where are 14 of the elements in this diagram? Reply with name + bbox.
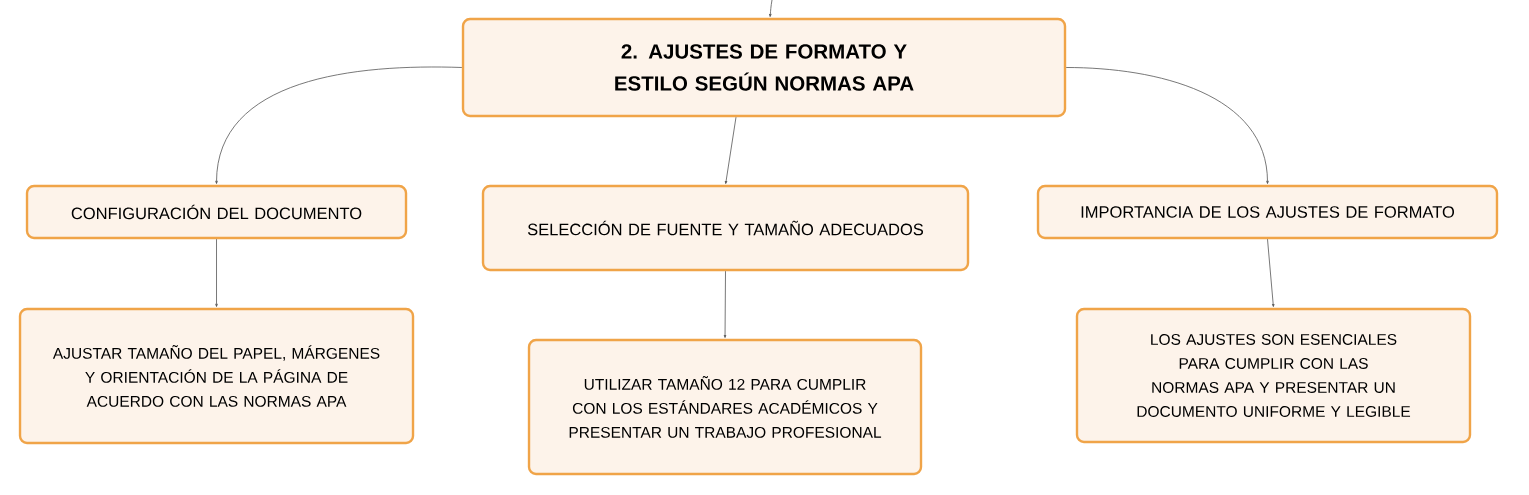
title-box: 2. AJUSTES DE FORMATO Y ESTILO SEGÚN NORMAS APA <box>461 17 1067 118</box>
arrow <box>215 66 463 184</box>
detail-box: LOS AJUSTES SON ESENCIALES PARA CUMPLIR CON LAS NORMAS APA Y PRESENTAR UN DOCUMENTO UNIFORME Y LEGIBLE <box>1075 307 1472 444</box>
topic-box: CONFIGURACIÓN DEL DOCUMENTO <box>25 184 408 240</box>
arrow <box>769 0 773 17</box>
detail-box: UTILIZAR TAMAÑO 12 PARA CUMPLIR CON LOS ESTÁNDARES ACADÉMICOS Y PRESENTAR UN TRABAJO PROFESIONAL <box>527 338 923 476</box>
detail-box: AJUSTAR TAMAÑO DEL PAPEL, MÁRGENES Y ORIENTACIÓN DE LA PÁGINA DE ACUERDO CON LAS NORMAS APA <box>18 307 415 445</box>
arrow <box>723 270 727 338</box>
topic-box: IMPORTANCIA DE LOS AJUSTES DE FORMATO <box>1036 184 1499 240</box>
arrow <box>215 238 218 307</box>
topic-box: SELECCIÓN DE FUENTE Y TAMAÑO ADECUADOS <box>481 184 970 272</box>
arrow <box>724 116 737 184</box>
arrow <box>1065 67 1269 184</box>
arrow <box>1267 238 1275 307</box>
